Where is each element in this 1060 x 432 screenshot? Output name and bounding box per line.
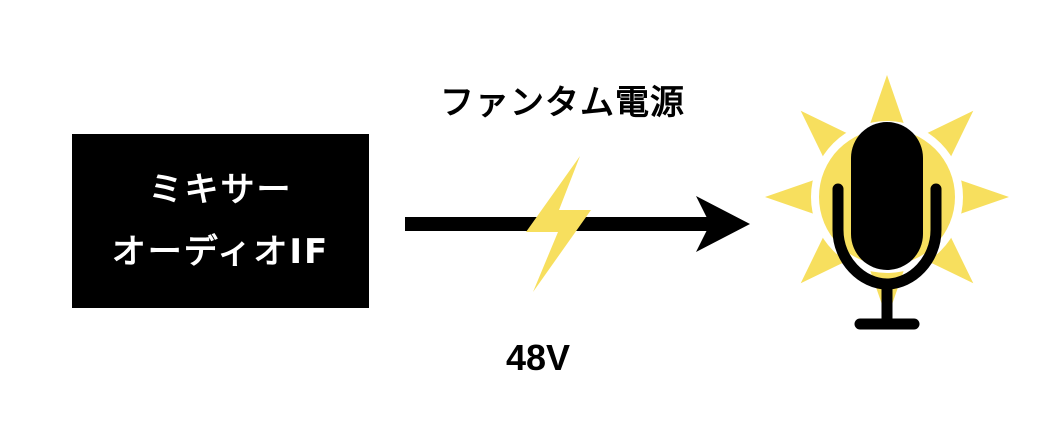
voltage-label: 48V (506, 337, 571, 378)
sun-ray (923, 233, 974, 284)
source-label-line1: ミキサー (148, 170, 293, 210)
lightning-bolt-icon (526, 156, 591, 292)
microphone-icon (832, 122, 942, 330)
sun-ray (957, 179, 1009, 215)
mic-capsule (851, 122, 923, 270)
arrow-head (696, 196, 750, 252)
phantom-power-label: ファンタム電源 (440, 83, 685, 123)
sun-ray (765, 179, 817, 215)
sun-ray (923, 110, 974, 161)
sun-ray (869, 75, 905, 127)
mixer-audio-interface-box: ミキサー オーディオIF (72, 134, 369, 308)
source-label-line2: オーディオIF (111, 232, 330, 272)
sun-ray (800, 233, 851, 284)
sun-ray (800, 110, 851, 161)
